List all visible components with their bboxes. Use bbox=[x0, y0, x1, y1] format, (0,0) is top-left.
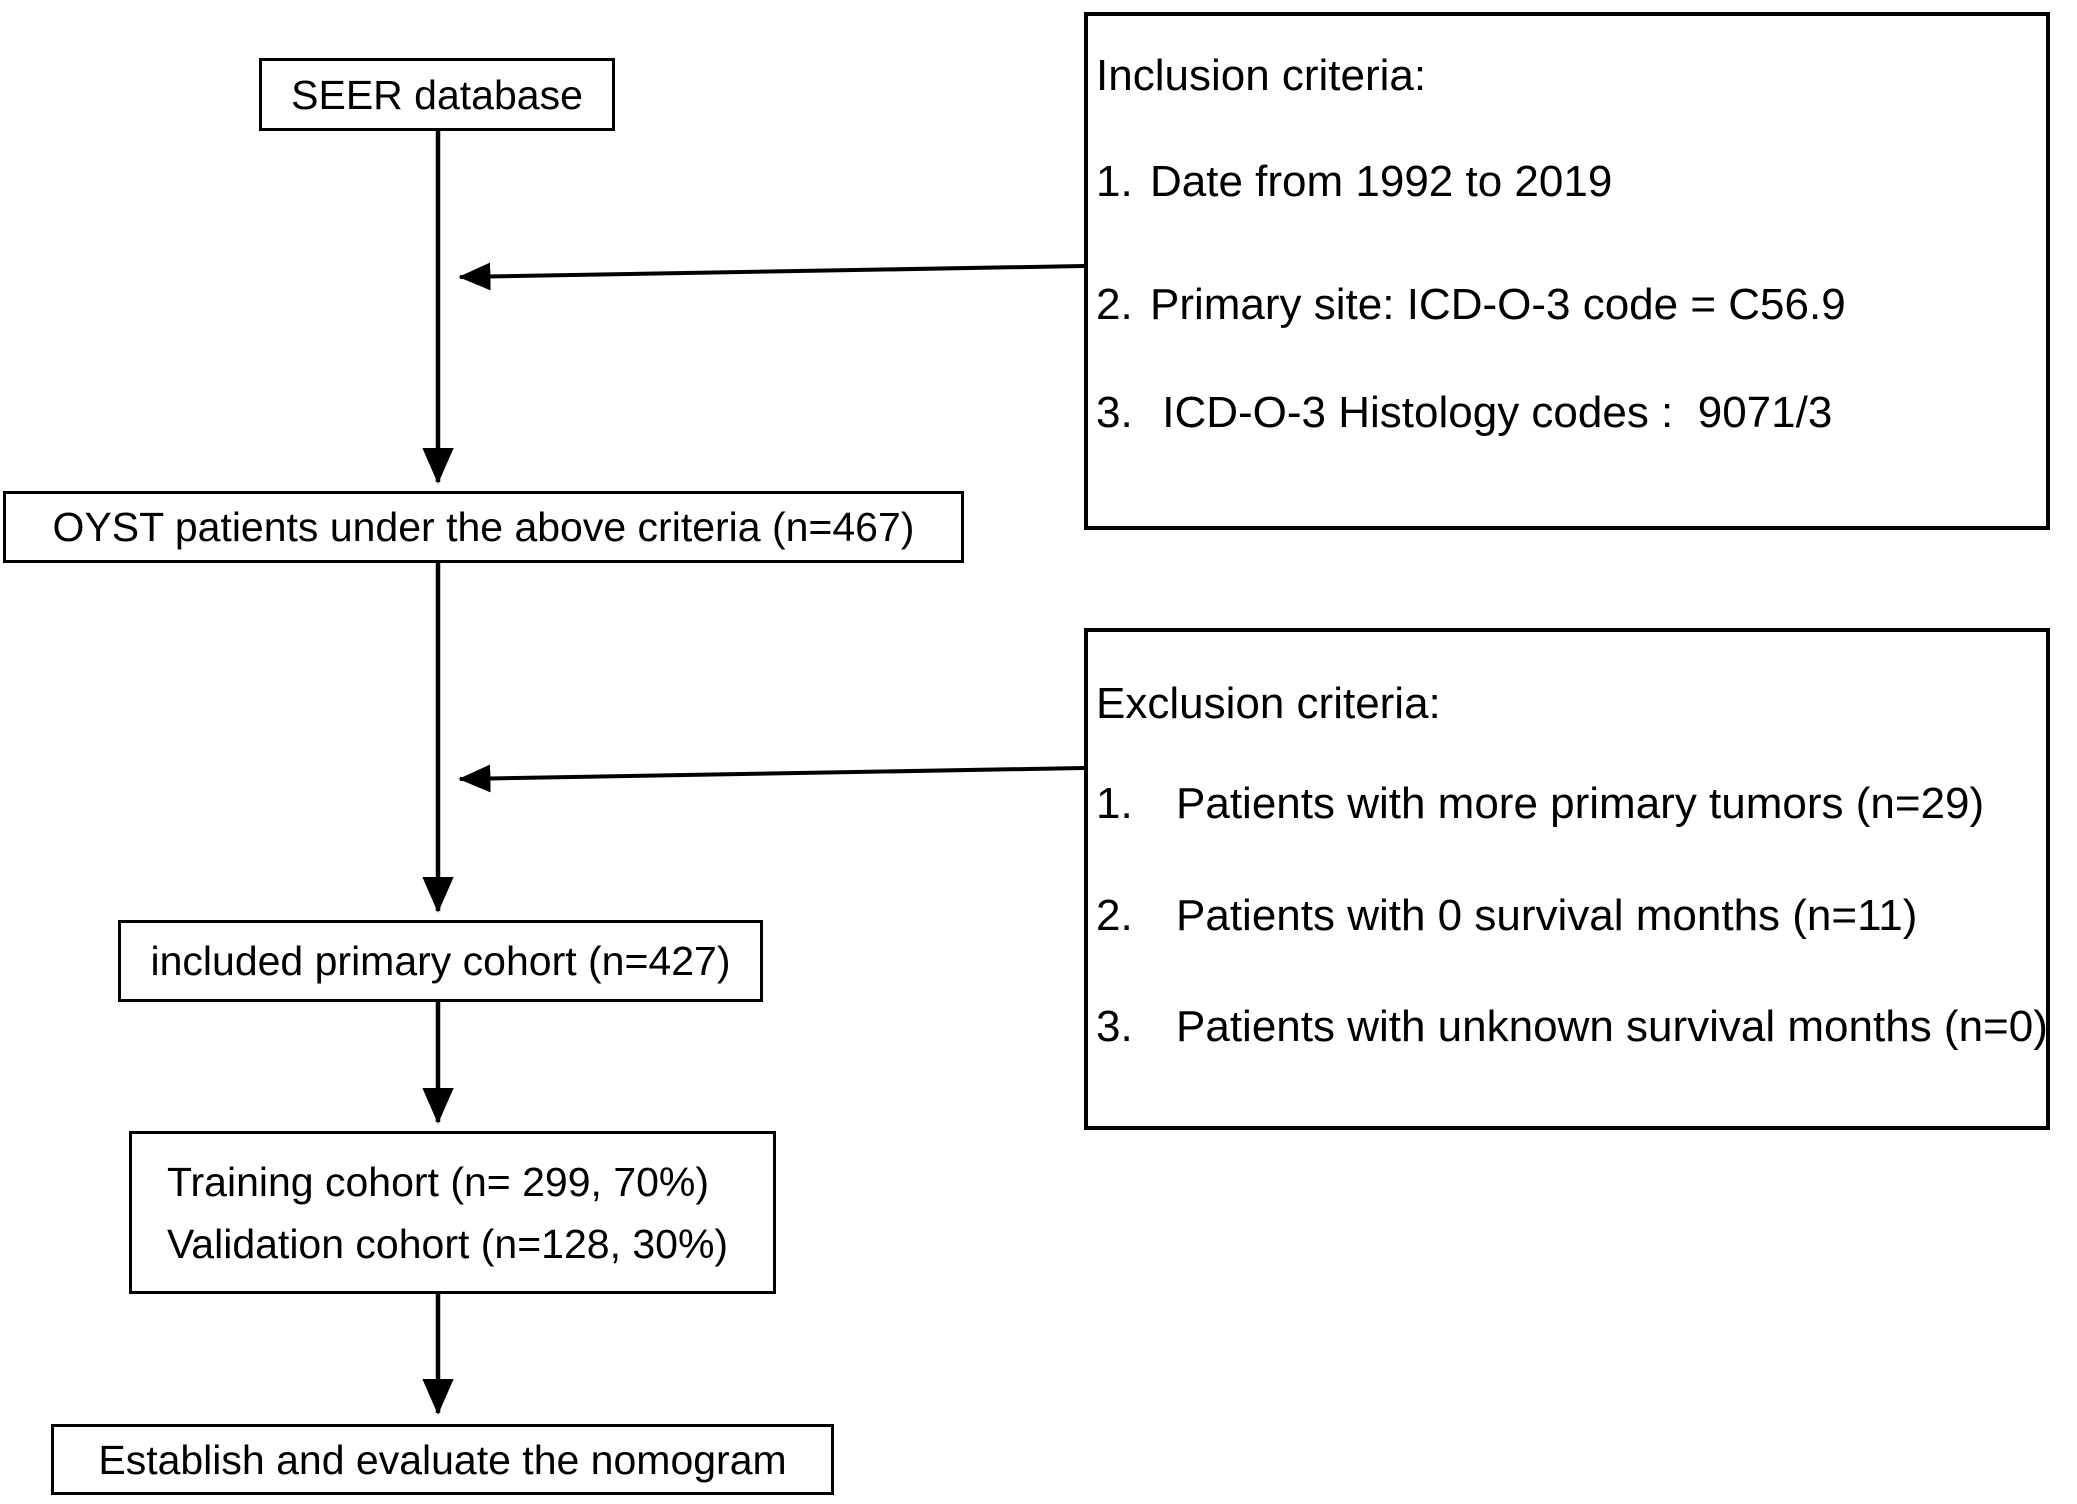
exclusion-item-1: 1. Patients with more primary tumors (n=2… bbox=[1096, 780, 1984, 828]
exclusion-criteria-title: Exclusion criteria: bbox=[1096, 679, 1441, 728]
node-included-primary-cohort-label: included primary cohort (n=427) bbox=[150, 938, 731, 984]
exclusion-item-3: 3. Patients with unknown survival months … bbox=[1096, 1003, 2048, 1051]
node-included-primary-cohort: included primary cohort (n=427) bbox=[118, 920, 763, 1002]
inclusion-item-3-number: 3. bbox=[1096, 388, 1133, 437]
arrow-exclusion-to-flow bbox=[458, 764, 1085, 793]
node-establish-nomogram-label: Establish and evaluate the nomogram bbox=[98, 1436, 787, 1483]
inclusion-item-2-number: 2. bbox=[1096, 280, 1133, 329]
exclusion-item-2: 2. Patients with 0 survival months (n=11) bbox=[1096, 892, 1917, 940]
arrow-inclusion-to-flow bbox=[458, 262, 1085, 291]
node-seer-database: SEER database bbox=[259, 58, 615, 131]
node-oyst-patients: OYST patients under the above criteria (… bbox=[3, 491, 964, 563]
inclusion-item-1-text: Date from 1992 to 2019 bbox=[1150, 157, 1613, 206]
inclusion-criteria-box: Inclusion criteria: 1. Date from 1992 to … bbox=[1084, 12, 2050, 530]
inclusion-item-3-text: ICD-O-3 Histology codes : 9071/3 bbox=[1150, 388, 1833, 437]
node-establish-nomogram: Establish and evaluate the nomogram bbox=[51, 1424, 834, 1495]
exclusion-item-1-number: 1. bbox=[1096, 779, 1133, 828]
node-oyst-patients-label: OYST patients under the above criteria (… bbox=[52, 504, 915, 550]
training-cohort-line: Training cohort (n= 299, 70%) bbox=[167, 1158, 710, 1205]
exclusion-item-3-text: Patients with unknown survival months (n… bbox=[1176, 1002, 2048, 1051]
inclusion-item-1: 1. Date from 1992 to 2019 bbox=[1096, 158, 1612, 206]
inclusion-item-2: 2. Primary site: ICD-O-3 code = C56.9 bbox=[1096, 281, 1846, 329]
exclusion-item-2-text: Patients with 0 survival months (n=11) bbox=[1176, 891, 1918, 940]
exclusion-criteria-box: Exclusion criteria: 1. Patients with more… bbox=[1084, 628, 2050, 1130]
inclusion-item-2-text: Primary site: ICD-O-3 code = C56.9 bbox=[1150, 280, 1846, 329]
inclusion-criteria-title: Inclusion criteria: bbox=[1096, 51, 1427, 100]
exclusion-item-1-text: Patients with more primary tumors (n=29) bbox=[1176, 779, 1985, 828]
validation-cohort-line: Validation cohort (n=128, 30%) bbox=[167, 1220, 729, 1267]
exclusion-item-2-number: 2. bbox=[1096, 891, 1133, 940]
inclusion-item-1-number: 1. bbox=[1096, 157, 1133, 206]
node-seer-database-label: SEER database bbox=[291, 71, 583, 118]
exclusion-item-3-number: 3. bbox=[1096, 1002, 1133, 1051]
inclusion-item-3: 3. ICD-O-3 Histology codes : 9071/3 bbox=[1096, 389, 1832, 437]
node-training-validation-cohorts: Training cohort (n= 299, 70%) Validation… bbox=[129, 1131, 776, 1294]
